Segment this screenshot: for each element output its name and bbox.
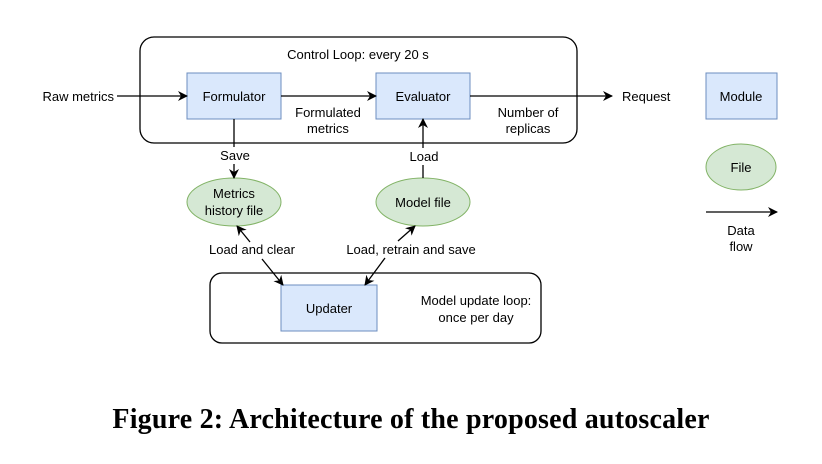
formulated-label-line2: metrics bbox=[307, 121, 349, 136]
formulator-module bbox=[186, 72, 282, 120]
metrics-file-label-line2: history file bbox=[205, 203, 264, 218]
figure-caption: Figure 2: Architecture of the proposed a… bbox=[112, 404, 710, 435]
load-clear-arrow-up bbox=[236, 225, 251, 243]
formulated-label-line1: Formulated bbox=[295, 105, 361, 120]
metrics-file-label-line1: Metrics bbox=[213, 186, 255, 201]
update-loop-label-line1: Model update loop: bbox=[421, 293, 532, 308]
evaluator-label: Evaluator bbox=[396, 89, 452, 104]
legend-flow-label-line2: flow bbox=[729, 239, 753, 254]
load-clear-label: Load and clear bbox=[209, 242, 296, 257]
replicas-label-line2: replicas bbox=[506, 121, 551, 136]
control-loop-box bbox=[139, 36, 578, 144]
updater-label: Updater bbox=[306, 301, 353, 316]
updater-module bbox=[280, 284, 378, 332]
model-file-label: Model file bbox=[395, 195, 451, 210]
request-label: Request bbox=[622, 89, 671, 104]
raw-metrics-label: Raw metrics bbox=[42, 89, 114, 104]
legend-module-box bbox=[705, 72, 778, 120]
load-retrain-arrow-up bbox=[397, 225, 416, 242]
control-loop-label: Control Loop: every 20 s bbox=[287, 47, 429, 62]
load-retrain-label: Load, retrain and save bbox=[346, 242, 475, 257]
update-loop-label-line2: once per day bbox=[438, 310, 514, 325]
legend-file-label: File bbox=[731, 160, 752, 175]
load-clear-arrow-down bbox=[261, 258, 284, 286]
save-label: Save bbox=[220, 148, 250, 163]
formulator-label: Formulator bbox=[203, 89, 267, 104]
load-retrain-arrow-down bbox=[364, 257, 386, 286]
load-label: Load bbox=[410, 149, 439, 164]
architecture-diagram: Control Loop: every 20 s Model update lo… bbox=[42, 36, 778, 344]
update-loop-box bbox=[209, 272, 542, 344]
legend-flow-label-line1: Data bbox=[727, 223, 755, 238]
legend-module-label: Module bbox=[720, 89, 763, 104]
legend-file-ellipse bbox=[705, 143, 777, 191]
replicas-label-line1: Number of bbox=[498, 105, 559, 120]
